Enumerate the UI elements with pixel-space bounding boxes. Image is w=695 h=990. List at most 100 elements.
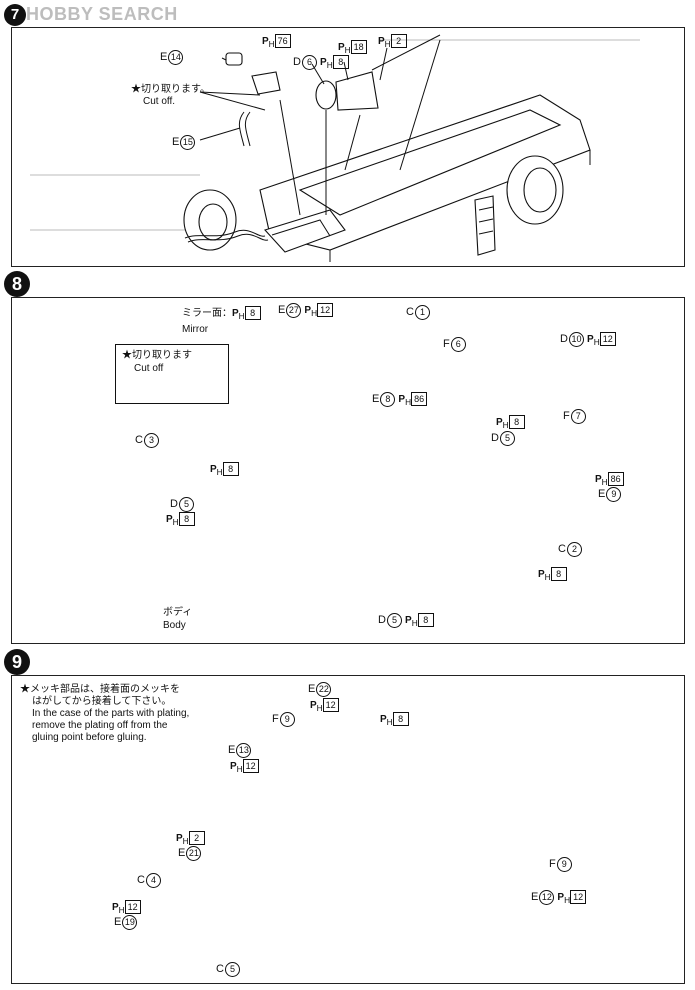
step-8-cut-off-box: ★切り取ります Cut off bbox=[115, 344, 229, 404]
plating-note-jp-2: はがしてから接着して下さい。 bbox=[32, 696, 172, 707]
ph-number: 8 bbox=[508, 415, 525, 429]
step-8-number: 8 bbox=[4, 271, 30, 297]
part-letter: C bbox=[406, 306, 414, 318]
ph-number: 8 bbox=[222, 462, 239, 476]
watermark-text: HOBBY SEARCH bbox=[26, 4, 178, 24]
part-number: 7 bbox=[570, 409, 586, 424]
step-8-body-label: ボディ Body bbox=[163, 606, 192, 632]
ph-number: 8 bbox=[178, 512, 195, 526]
part-letter: E bbox=[160, 51, 168, 63]
part-letter: F bbox=[443, 338, 450, 350]
part-letter: C bbox=[558, 543, 566, 555]
ph-number: 2 bbox=[390, 34, 407, 48]
step-8-panel bbox=[11, 297, 685, 644]
part-letter: E bbox=[114, 916, 122, 928]
part-number: 15 bbox=[180, 135, 196, 150]
step-9-panel bbox=[11, 675, 685, 984]
ph-number: 86 bbox=[411, 392, 428, 406]
part-letter: E bbox=[178, 847, 186, 859]
mirror-label-en: Mirror bbox=[182, 324, 209, 335]
part-letter: D bbox=[170, 498, 178, 510]
body-label-en: Body bbox=[163, 620, 186, 631]
ph-number: 76 bbox=[274, 34, 291, 48]
part-number: 5 bbox=[386, 613, 402, 628]
ph-number: 12 bbox=[570, 890, 587, 904]
cut-note-en: Cut off. bbox=[143, 96, 176, 107]
step-7-chassis-drawing bbox=[30, 34, 640, 262]
part-letter: D bbox=[491, 432, 499, 444]
part-number: 9 bbox=[606, 487, 622, 502]
step-9-number: 9 bbox=[4, 649, 30, 675]
part-letter: E bbox=[308, 683, 316, 695]
part-number: 9 bbox=[279, 712, 295, 727]
part-number: 14 bbox=[168, 50, 184, 65]
plating-note-en-1: In the case of the parts with plating, bbox=[32, 708, 190, 719]
mirror-label-jp: ミラー面： bbox=[182, 308, 232, 319]
ph-number: 12 bbox=[322, 698, 339, 712]
part-number: 12 bbox=[539, 890, 555, 905]
part-letter: E bbox=[531, 891, 539, 903]
plating-note-jp-1: ★メッキ部品は、接着面のメッキを bbox=[20, 684, 180, 695]
step-7-number: 7 bbox=[4, 4, 26, 26]
cut-note-en: Cut off bbox=[134, 363, 164, 374]
part-number: 1 bbox=[414, 305, 430, 320]
part-letter: F bbox=[549, 858, 556, 870]
part-number: 27 bbox=[286, 303, 302, 318]
mirror-ph-number: 8 bbox=[244, 306, 261, 320]
part-letter: C bbox=[137, 874, 145, 886]
part-letter: C bbox=[216, 963, 224, 975]
ph-number: 12 bbox=[317, 303, 334, 317]
part-number: 10 bbox=[568, 332, 584, 347]
ph-number: 12 bbox=[599, 332, 616, 346]
part-letter: C bbox=[135, 434, 143, 446]
ph-number: 8 bbox=[417, 613, 434, 627]
part-letter: E bbox=[598, 488, 606, 500]
ph-number: 86 bbox=[607, 472, 624, 486]
part-number: 3 bbox=[143, 433, 159, 448]
ph-number: 12 bbox=[242, 759, 259, 773]
part-number: 4 bbox=[145, 873, 161, 888]
part-number: 5 bbox=[499, 431, 515, 446]
part-number: 13 bbox=[236, 743, 252, 758]
cut-note-jp: ★切り取ります bbox=[122, 350, 192, 361]
plating-note-en-2: remove the plating off from the bbox=[32, 720, 168, 731]
part-letter: D bbox=[293, 56, 301, 68]
cut-note-jp: ★切り取ります。 bbox=[131, 84, 210, 95]
part-number: 21 bbox=[186, 846, 202, 861]
plating-note-en-3: gluing point before gluing. bbox=[32, 732, 147, 743]
part-letter: E bbox=[372, 393, 380, 405]
part-letter: D bbox=[560, 333, 568, 345]
part-letter: F bbox=[563, 410, 570, 422]
